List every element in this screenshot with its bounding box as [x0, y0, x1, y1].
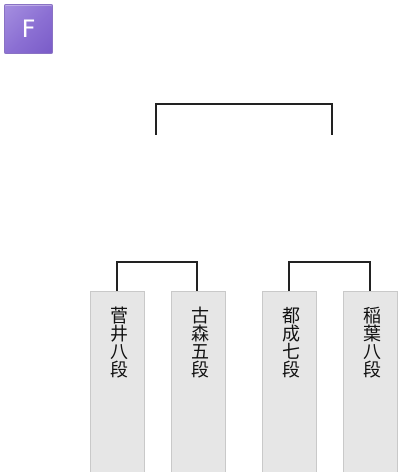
- block-label-badge: F: [4, 4, 53, 54]
- player-card-4[interactable]: 稲葉八段: [343, 291, 398, 472]
- player-name-2: 古森五段: [188, 306, 209, 378]
- player-name-4: 稲葉八段: [360, 306, 381, 378]
- player-card-3[interactable]: 都成七段: [262, 291, 317, 472]
- player-card-1[interactable]: 菅井八段: [90, 291, 145, 472]
- player-name-3: 都成七段: [279, 306, 300, 378]
- player-name-1: 菅井八段: [107, 306, 128, 378]
- player-card-2[interactable]: 古森五段: [171, 291, 226, 472]
